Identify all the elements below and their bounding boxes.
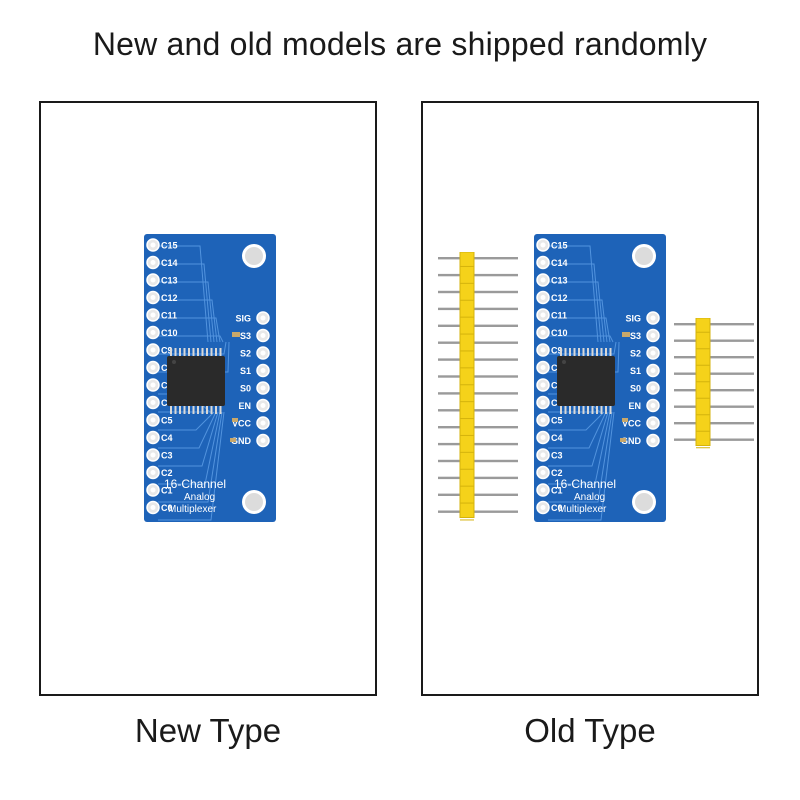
new-left-pin-label: C8 <box>161 363 173 373</box>
old-title-line3: Multiplexer <box>558 504 607 515</box>
header-pin <box>674 356 754 359</box>
old-title-line2: Analog <box>574 492 605 503</box>
old-right-pin-label: EN <box>628 401 641 411</box>
new-left-pin-label: C13 <box>161 276 178 286</box>
old-left-pin-label: C7 <box>551 381 563 391</box>
new-left-pin-label: C14 <box>161 258 178 268</box>
new-left-pin-label: C2 <box>161 468 173 478</box>
header-pin <box>438 324 518 327</box>
header-pin <box>438 510 518 513</box>
new-mux-chip <box>167 348 225 414</box>
old-left-pin-label: C9 <box>551 346 563 356</box>
old-left-pin-label: C12 <box>551 293 568 303</box>
header-pin <box>674 323 754 326</box>
header-pin <box>438 409 518 412</box>
new-right-pin-label: S3 <box>240 331 251 341</box>
header-pin <box>438 459 518 463</box>
new-left-pin-label: C0 <box>161 503 173 513</box>
header-pin <box>674 389 754 392</box>
new-right-pin-label: SIG <box>235 314 251 324</box>
old-right-pin-label: S3 <box>630 331 641 341</box>
old-right-pin-label: S0 <box>630 384 641 394</box>
new-title-line1: 16-Channel <box>164 477 226 491</box>
new-left-pin-label: C10 <box>161 328 178 338</box>
old-right-pin-label: VCC <box>622 419 642 429</box>
old-left-pin-label: C13 <box>551 276 568 286</box>
new-left-pin-label: C9 <box>161 346 173 356</box>
new-right-pin-label: S1 <box>240 366 251 376</box>
new-left-pin-label: C5 <box>161 416 173 426</box>
old-left-pin-label: C14 <box>551 258 568 268</box>
header-pin <box>438 392 518 395</box>
old-left-pin-label: C10 <box>551 328 568 338</box>
old-left-pin-label: C6 <box>551 398 563 408</box>
new-right-pin-label: VCC <box>232 419 252 429</box>
old-type-caption: Old Type <box>524 712 656 749</box>
old-mux-chip <box>557 348 615 414</box>
new-right-pin-label: GND <box>231 436 252 446</box>
header-pin <box>438 426 518 429</box>
long-pin-header <box>438 252 518 521</box>
old-left-pin-label: C5 <box>551 416 563 426</box>
new-right-pin-label: S2 <box>240 349 251 359</box>
new-right-pin-label: EN <box>238 401 251 411</box>
header-pin <box>674 339 754 342</box>
headline: New and old models are shipped randomly <box>92 26 708 62</box>
new-left-pin-label: C4 <box>161 433 173 443</box>
header-pin <box>674 372 754 375</box>
header-pin <box>438 273 518 277</box>
new-left-pin-label: C12 <box>161 293 178 303</box>
header-pin <box>438 476 518 480</box>
header-pin <box>438 257 518 260</box>
header-pin <box>438 442 518 446</box>
new-left-pin-label: C6 <box>161 398 173 408</box>
old-right-pin-label: SIG <box>625 314 641 324</box>
new-type-caption: New Type <box>134 712 282 749</box>
old-left-pin-label: C8 <box>551 363 563 373</box>
new-left-pin-label: C15 <box>161 241 178 251</box>
new-right-pin-label: S0 <box>240 384 251 394</box>
header-pin <box>438 290 518 294</box>
header-pin <box>674 405 754 408</box>
old-left-pin-label: C2 <box>551 468 563 478</box>
new-title-line2: Analog <box>184 492 215 503</box>
old-right-pin-label: GND <box>621 436 642 446</box>
old-left-pin-label: C0 <box>551 503 563 513</box>
header-pin <box>674 438 754 441</box>
new-left-pin-label: C11 <box>161 311 177 321</box>
new-left-pin-label: C3 <box>161 451 173 461</box>
old-left-pin-label: C15 <box>551 241 568 251</box>
header-pin <box>438 307 518 311</box>
old-left-pin-label: C11 <box>551 311 567 321</box>
old-left-pin-label: C3 <box>551 451 563 461</box>
header-pin <box>438 375 518 378</box>
new-title-line3: Multiplexer <box>168 504 217 515</box>
new-left-pin-label: C1 <box>161 486 173 496</box>
header-pin <box>674 422 754 425</box>
old-left-pin-label: C1 <box>551 486 563 496</box>
old-right-pin-label: S2 <box>630 349 641 359</box>
header-pin <box>438 341 518 344</box>
header-pin <box>438 493 518 496</box>
old-left-pin-label: C4 <box>551 433 563 443</box>
new-left-pin-label: C7 <box>161 381 173 391</box>
header-pin <box>438 358 518 361</box>
old-title-line1: 16-Channel <box>554 477 616 491</box>
short-pin-header <box>674 318 754 449</box>
old-right-pin-label: S1 <box>630 366 641 376</box>
